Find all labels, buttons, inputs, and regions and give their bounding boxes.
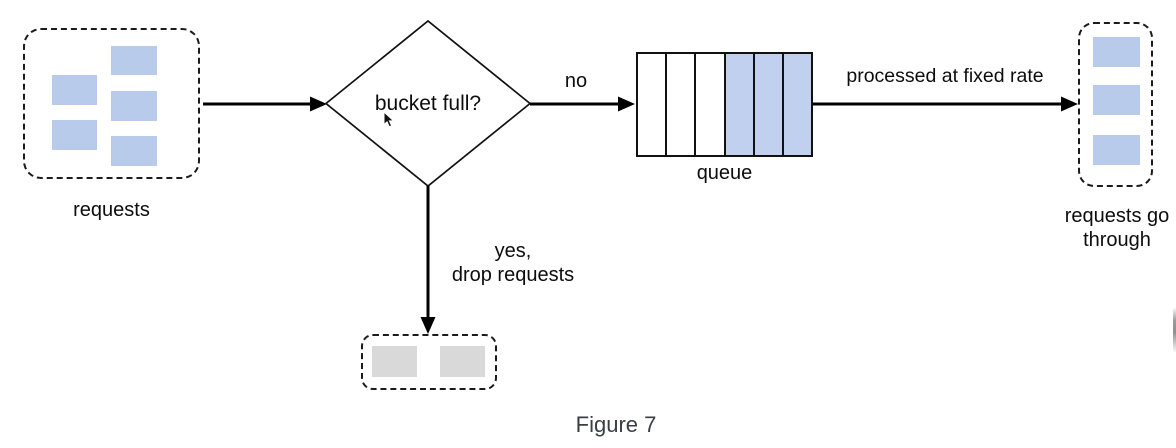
queue-node bbox=[636, 52, 813, 157]
mouse-cursor-icon bbox=[383, 111, 395, 128]
request-item bbox=[1093, 37, 1140, 67]
dropped-request-item bbox=[372, 346, 417, 377]
queue-slot-filled bbox=[725, 54, 755, 155]
figure-caption: Figure 7 bbox=[575, 412, 657, 437]
no-edge-label: no bbox=[564, 70, 588, 92]
arrow-queue-to-output bbox=[813, 96, 1078, 112]
request-item bbox=[111, 91, 157, 121]
queue-slot-empty bbox=[638, 54, 668, 155]
request-item bbox=[52, 75, 97, 105]
decision-label: bucket full? bbox=[374, 92, 482, 115]
arrow-decision-to-queue bbox=[530, 96, 635, 112]
processed-rate-label: processed at fixed rate bbox=[846, 65, 1044, 87]
request-item bbox=[1093, 135, 1140, 165]
incoming-requests-label: requests bbox=[73, 199, 150, 221]
queue-slot-filled bbox=[783, 54, 812, 155]
arrow-requests-to-decision bbox=[203, 96, 327, 112]
queue-slot-empty bbox=[667, 54, 697, 155]
request-item bbox=[111, 136, 157, 166]
request-item bbox=[1093, 85, 1140, 115]
dropped-request-item bbox=[440, 346, 485, 377]
queue-label: queue bbox=[696, 162, 753, 184]
queue-slot-filled bbox=[754, 54, 784, 155]
output-label-line1: requests go bbox=[1064, 205, 1170, 227]
output-label-line2: through bbox=[1083, 229, 1151, 251]
queue-slot-empty bbox=[696, 54, 726, 155]
offscreen-edge-element bbox=[1173, 307, 1176, 353]
yes-edge-label-line2: drop requests bbox=[451, 264, 575, 286]
request-item bbox=[111, 46, 157, 75]
request-item bbox=[52, 120, 97, 150]
yes-edge-label-line1: yes, bbox=[494, 240, 532, 262]
